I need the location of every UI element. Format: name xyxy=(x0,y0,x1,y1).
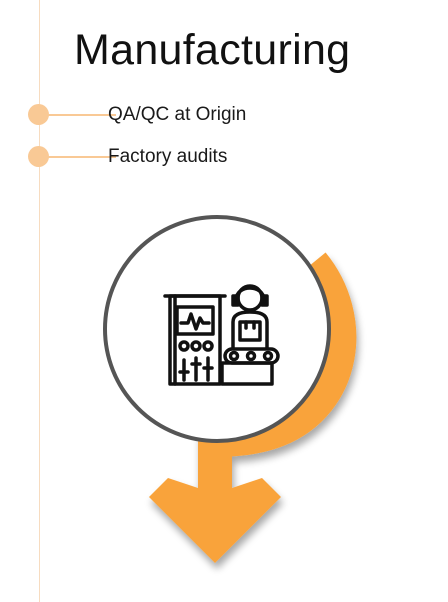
down-arrow-icon xyxy=(149,252,357,563)
bullet-connector xyxy=(46,156,116,158)
factory-worker-icon xyxy=(163,284,280,386)
timeline-line xyxy=(39,0,40,602)
bullet-dot xyxy=(28,146,49,167)
bullet-connector xyxy=(46,114,116,116)
bullet-label: Factory audits xyxy=(108,146,228,167)
icon-ring xyxy=(103,215,331,443)
bullet-dot xyxy=(28,104,49,125)
page-title: Manufacturing xyxy=(74,26,351,74)
bullet-label: QA/QC at Origin xyxy=(108,104,247,125)
